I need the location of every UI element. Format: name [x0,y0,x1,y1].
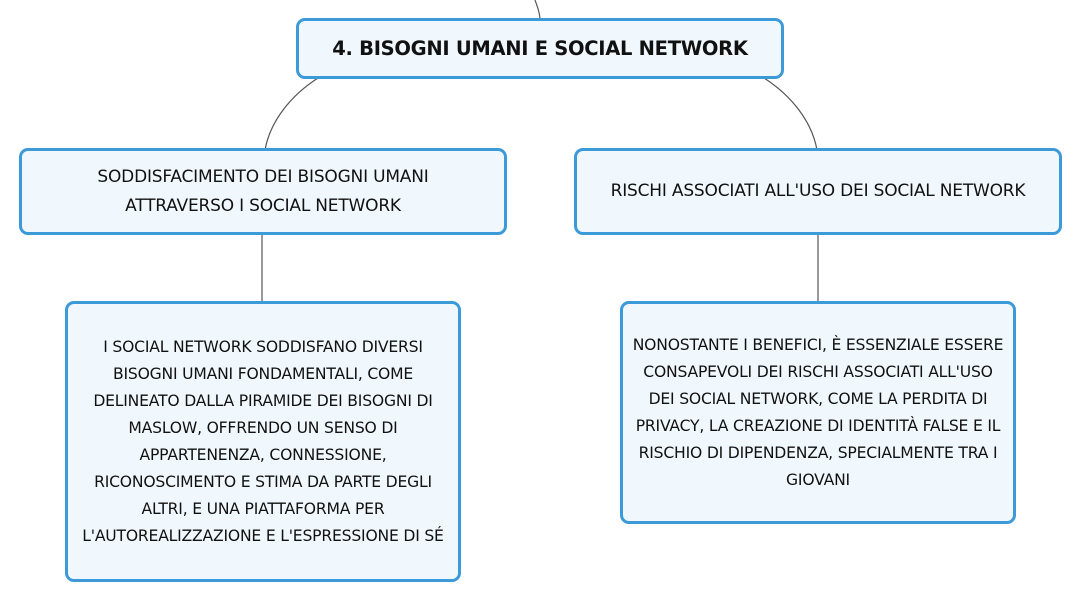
detail-topic-needs-text: I SOCIAL NETWORK SODDISFANO DIVERSI BISO… [82,337,444,545]
branch-topic-needs[interactable]: SODDISFACIMENTO DEI BISOGNI UMANI ATTRAV… [19,148,507,235]
root-topic-label: 4. BISOGNI UMANI E SOCIAL NETWORK [332,37,748,60]
detail-topic-risks-text: NONOSTANTE I BENEFICI, È ESSENZIALE ESSE… [632,335,1004,489]
connector-root-to-branch-right [763,77,818,151]
detail-topic-needs[interactable]: I SOCIAL NETWORK SODDISFANO DIVERSI BISO… [65,301,461,582]
connector-parent-to-root [534,0,541,21]
root-topic[interactable]: 4. BISOGNI UMANI E SOCIAL NETWORK [296,18,784,79]
connector-root-to-branch-left [264,77,319,151]
branch-topic-needs-label: SODDISFACIMENTO DEI BISOGNI UMANI ATTRAV… [97,166,429,216]
branch-topic-risks[interactable]: RISCHI ASSOCIATI ALL'USO DEI SOCIAL NETW… [574,148,1062,235]
detail-topic-risks[interactable]: NONOSTANTE I BENEFICI, È ESSENZIALE ESSE… [620,301,1016,524]
branch-topic-risks-label: RISCHI ASSOCIATI ALL'USO DEI SOCIAL NETW… [610,181,1026,201]
